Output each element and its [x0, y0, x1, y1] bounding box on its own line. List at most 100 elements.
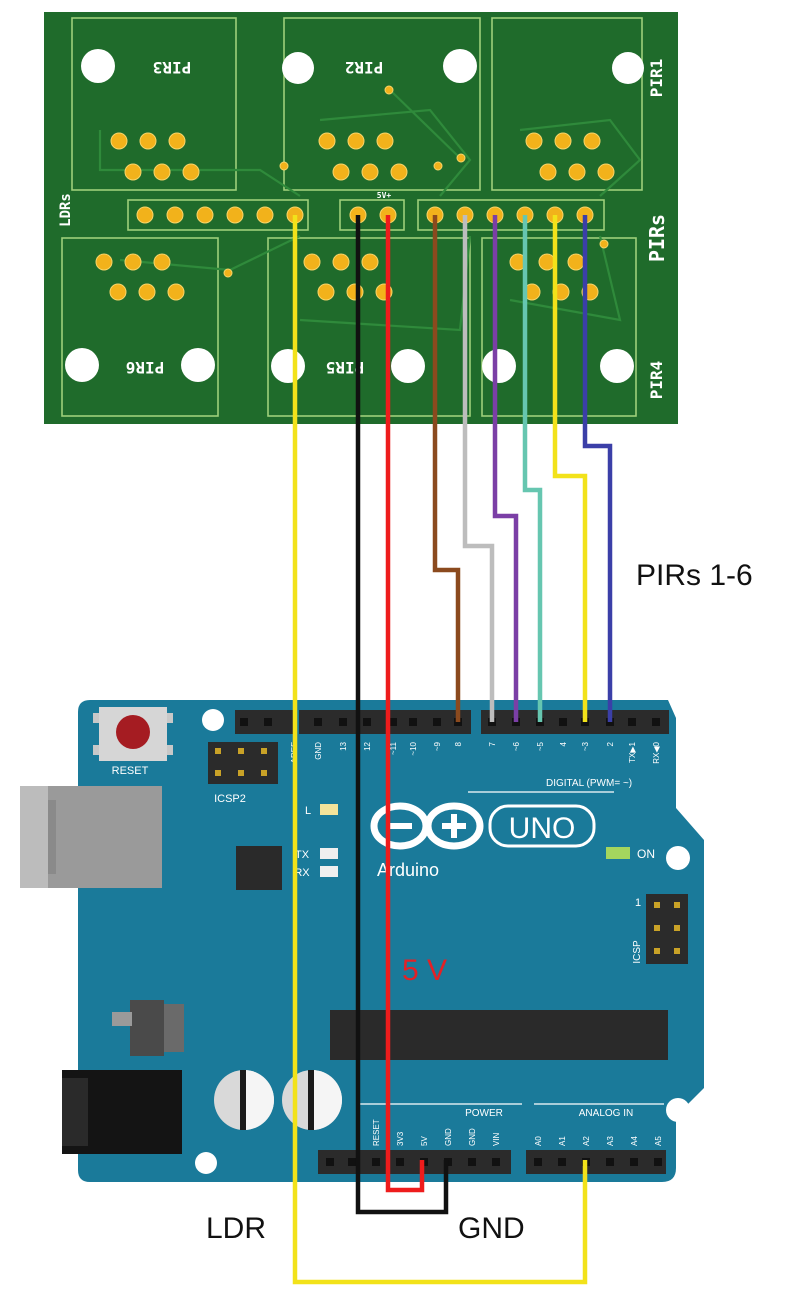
power-pin-label: GND	[444, 1128, 453, 1146]
digital-label: DIGITAL (PWM= ~)	[546, 778, 632, 789]
digital-pin	[389, 718, 397, 726]
silk-pir3: PIR3	[153, 58, 192, 77]
analog-pin	[534, 1158, 542, 1166]
mounting-hole	[65, 348, 99, 382]
icsp-header	[646, 894, 688, 964]
digital-pin	[559, 718, 567, 726]
analog-pin	[654, 1158, 662, 1166]
mounting-hole	[612, 52, 644, 84]
digital-pin-label: 2	[606, 741, 615, 746]
led-rx	[320, 866, 338, 877]
silk-pir1: PIR1	[647, 59, 666, 98]
analog-pin-label: A4	[630, 1136, 639, 1146]
icsp2-label: ICSP2	[214, 793, 246, 805]
led-tx	[320, 848, 338, 859]
power-pin	[468, 1158, 476, 1166]
silk-ldrs: LDRs	[58, 193, 74, 227]
analog-header	[526, 1150, 666, 1174]
digital-pin-label: ~11	[389, 741, 398, 755]
wire-pir3	[522, 215, 543, 722]
model-label: UNO	[509, 812, 576, 845]
led-l-label: L	[305, 805, 311, 817]
digital-pin-label: TX▶1	[628, 741, 637, 762]
silk-pirs: PIRs	[645, 214, 669, 262]
annotation-5v: 5 V	[402, 954, 447, 987]
digital-pin	[363, 718, 371, 726]
wire-pir2	[552, 215, 588, 722]
wire-pir5	[462, 215, 495, 722]
wire-gnd	[355, 215, 449, 1215]
analog-pin-label: A2	[582, 1136, 591, 1146]
power-pin	[372, 1158, 380, 1166]
pcb-board: PIR3 PIR2 PIR1 PIR6 PIR5 PIR4 LDRs PIRs …	[44, 12, 678, 424]
power-pin	[396, 1158, 404, 1166]
led-tx-label: TX	[295, 849, 310, 861]
silk-pir5: PIR5	[326, 358, 365, 377]
digital-pin	[628, 718, 636, 726]
digital-pin-label: 7	[488, 741, 497, 746]
digital-pin-label: GND	[314, 742, 323, 760]
annotation-pirs: PIRs 1-6	[636, 559, 753, 592]
annotation-ldr: LDR	[206, 1212, 266, 1245]
digital-pin-label: ~3	[581, 741, 590, 751]
digital-pin-label: ~5	[536, 741, 545, 751]
mounting-hole	[443, 49, 477, 83]
silk-pir6: PIR6	[126, 358, 165, 377]
digital-pin-label: 8	[454, 741, 463, 746]
wire-pir1	[582, 215, 613, 722]
analog-pin-label: A1	[558, 1136, 567, 1146]
mounting-hole	[81, 49, 115, 83]
mounting-hole	[391, 349, 425, 383]
digital-header	[235, 710, 669, 734]
analog-pin-label: A5	[654, 1136, 663, 1146]
power-label: POWER	[465, 1108, 503, 1119]
uno-badge	[488, 804, 596, 848]
reset-label: RESET	[112, 765, 149, 777]
reset-button[interactable]	[93, 707, 173, 761]
wire-pir4	[492, 215, 519, 722]
power-pin	[326, 1158, 334, 1166]
arduino-mounting-hole	[666, 1098, 690, 1122]
silk-pir4: PIR4	[647, 361, 666, 400]
digital-pin-label: ~10	[409, 741, 418, 755]
analog-pin	[606, 1158, 614, 1166]
digital-pin-label: ~9	[433, 741, 442, 751]
icsp-label: ICSP	[632, 940, 643, 964]
power-pin	[492, 1158, 500, 1166]
usb-chip	[236, 846, 282, 890]
silk-5v: 5V+	[377, 191, 392, 200]
mounting-hole	[181, 348, 215, 382]
digital-pin-label: RX◀0	[652, 741, 661, 763]
analog-pin	[558, 1158, 566, 1166]
power-pin-label: 3V3	[396, 1131, 405, 1146]
power-pin-label: RESET	[372, 1119, 381, 1146]
arduino-mounting-hole	[666, 846, 690, 870]
power-pin-label: GND	[468, 1128, 477, 1146]
digital-pin	[339, 718, 347, 726]
analog-label: ANALOG IN	[579, 1108, 633, 1119]
digital-pin	[652, 718, 660, 726]
digital-pin	[314, 718, 322, 726]
arduino-mounting-hole	[202, 709, 224, 731]
digital-pin-label: 13	[339, 741, 348, 750]
digital-pin	[240, 718, 248, 726]
power-pin-label: VIN	[492, 1132, 501, 1146]
mounting-hole	[482, 349, 516, 383]
arduino-logo	[370, 802, 484, 850]
mounting-hole	[282, 52, 314, 84]
icsp-pin1-label: 1	[635, 897, 641, 909]
analog-pin-label: A0	[534, 1136, 543, 1146]
brand-label: Arduino	[377, 860, 439, 880]
digital-pin	[409, 718, 417, 726]
voltage-regulator	[130, 1000, 164, 1056]
led-on	[606, 847, 630, 859]
digital-pin	[433, 718, 441, 726]
led-l	[320, 804, 338, 815]
on-label: ON	[637, 847, 655, 861]
led-rx-label: RX	[294, 867, 310, 879]
digital-pin	[264, 718, 272, 726]
mounting-hole	[271, 349, 305, 383]
digital-pin-label: 4	[559, 741, 568, 746]
